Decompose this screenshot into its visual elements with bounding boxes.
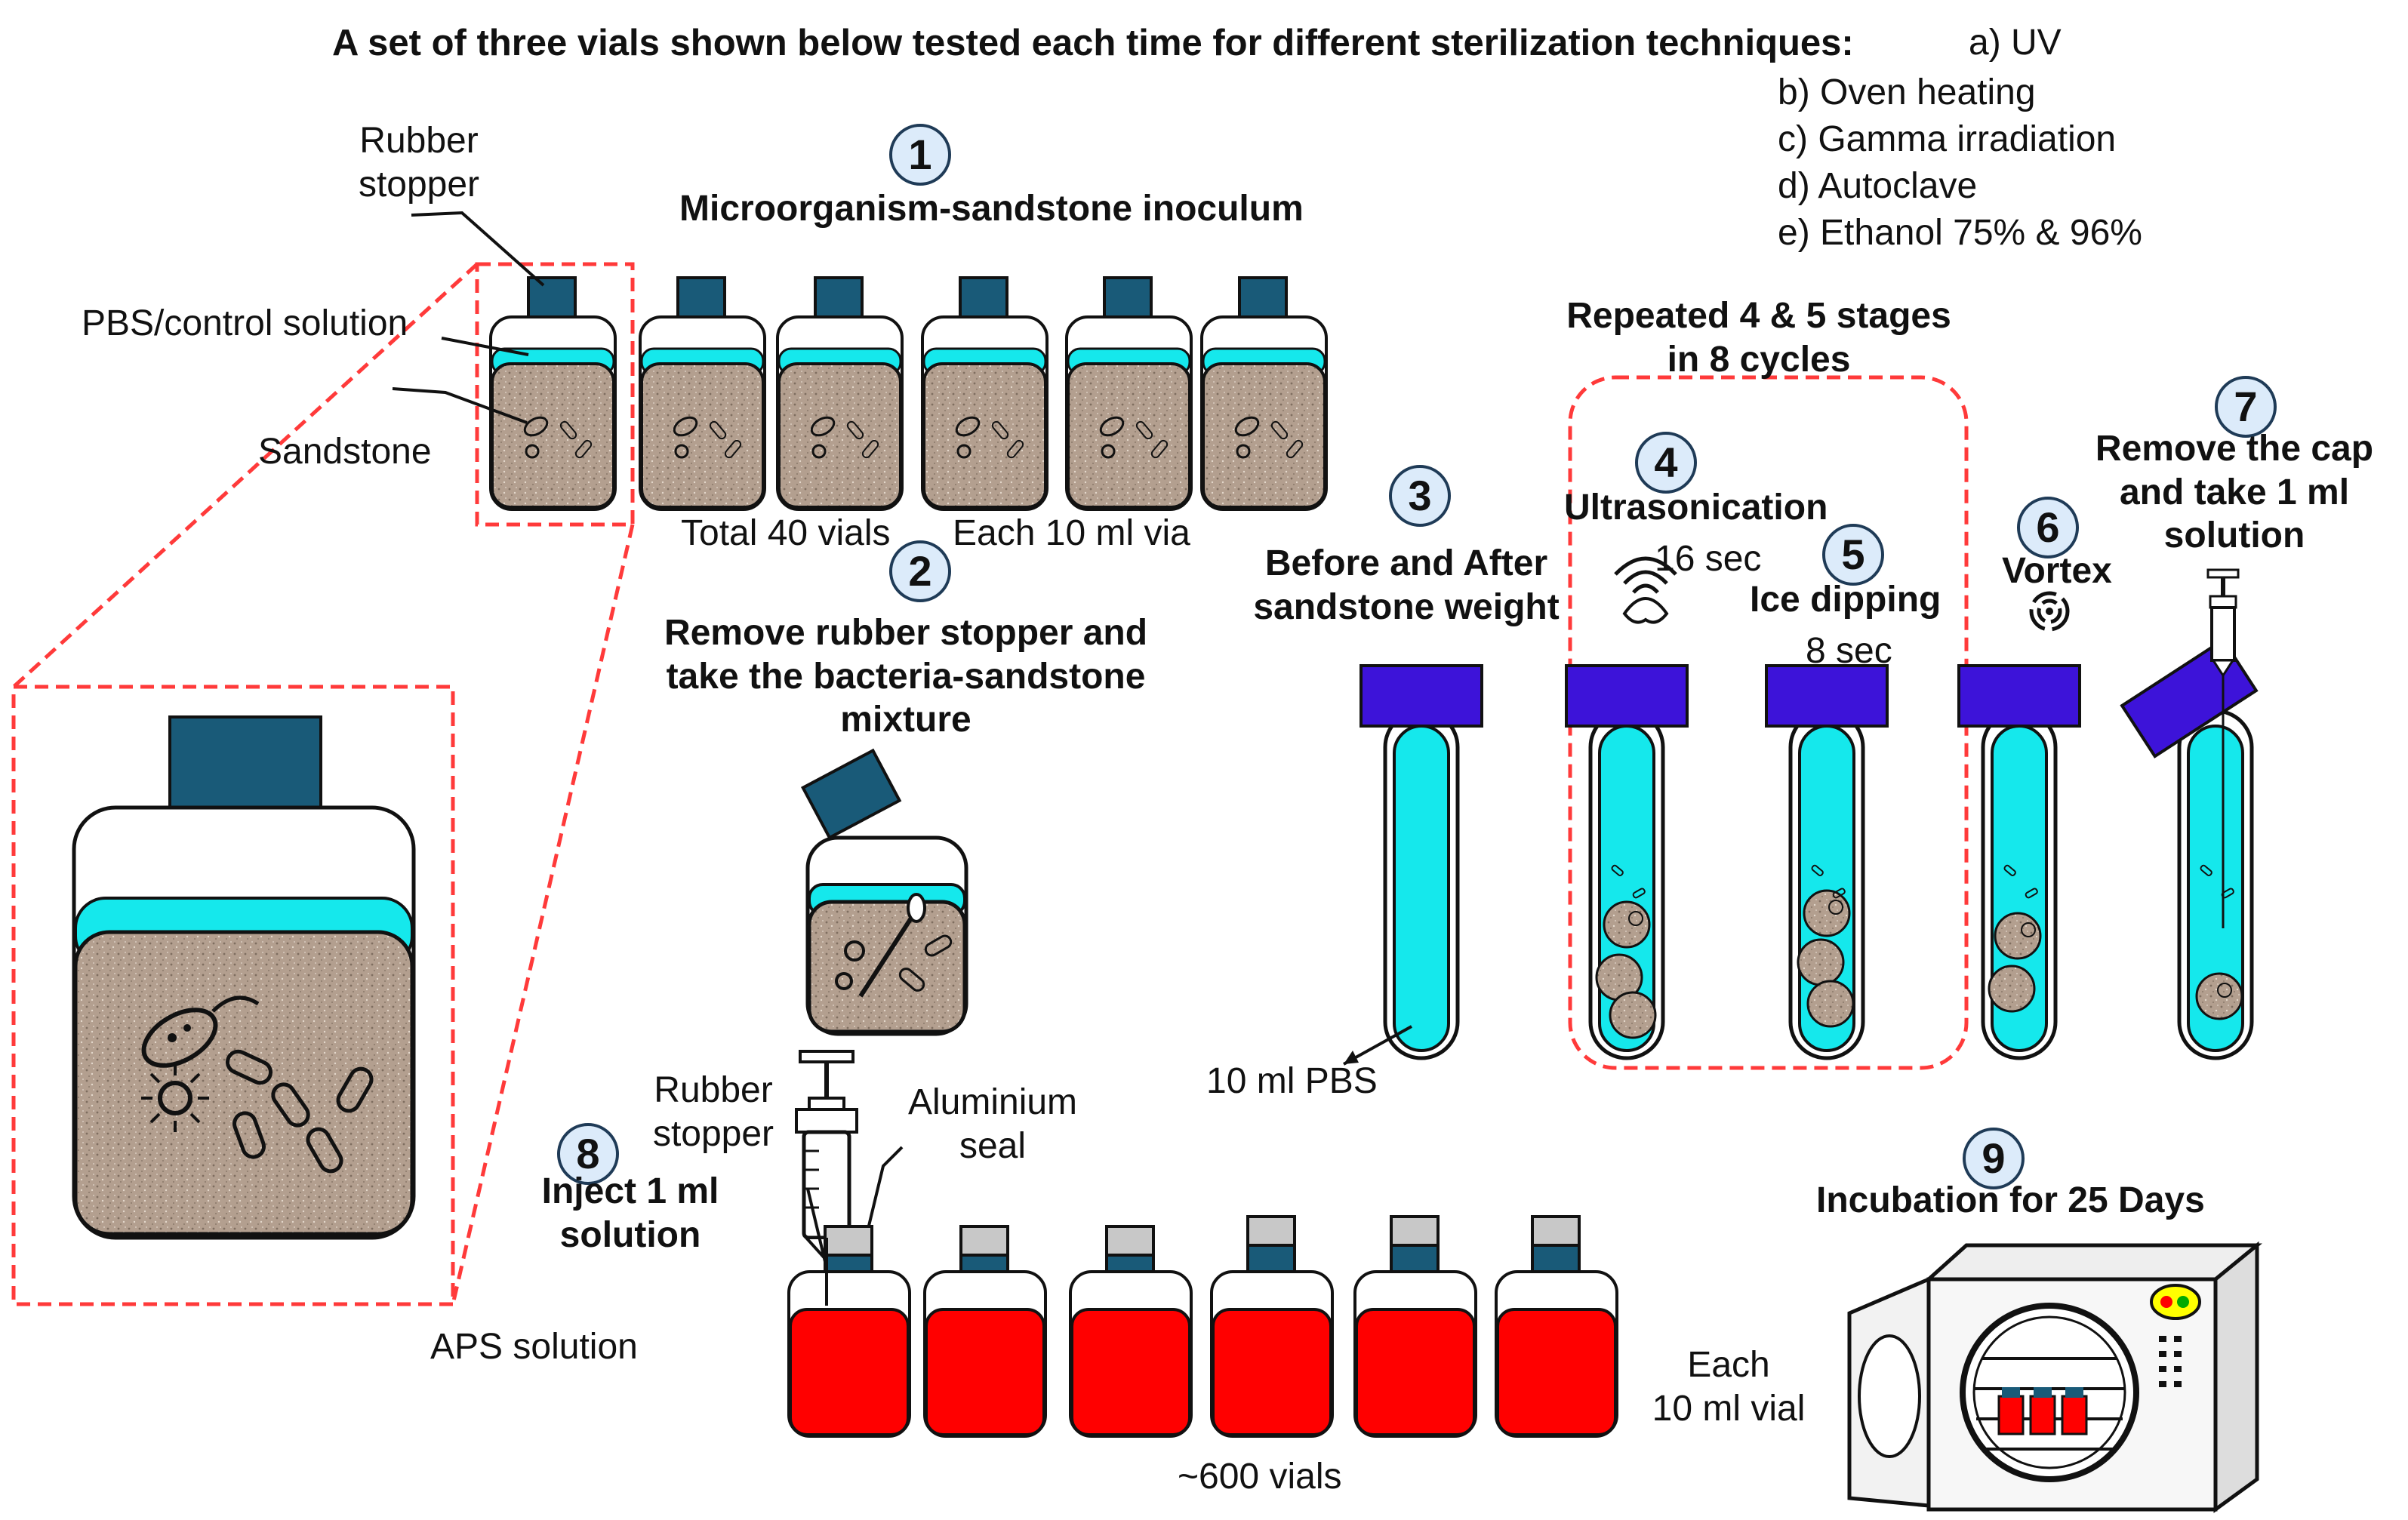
step-badge-1: 1 [889, 124, 951, 186]
sandstone-vial [921, 276, 1048, 511]
step1-label: Microorganism-sandstone inoculum [679, 189, 1304, 229]
step3-label: Before and After sandstone weight [1221, 542, 1591, 629]
step3-label-line1: Before and After [1264, 543, 1548, 583]
pointer-pbs [441, 337, 529, 356]
aps-vial [1495, 1215, 1618, 1438]
sandstone-vial [1200, 276, 1328, 511]
rubber-stopper-bottom-line2: stopper [652, 1113, 774, 1154]
step8-label-line2: solution [559, 1214, 701, 1255]
rubber-stopper-label-bottom: Rubber stopper [619, 1069, 808, 1155]
pointer-sandstone [392, 387, 528, 424]
step4-time: 16 sec [1655, 539, 1762, 579]
large-vial [72, 715, 416, 1240]
aluminium-seal-line1: Aluminium [907, 1082, 1078, 1122]
incubator [1847, 1241, 2263, 1513]
pointer-rubber-stopper [411, 211, 545, 287]
aps-vial [1353, 1215, 1477, 1438]
test-tube [1360, 664, 1483, 1060]
step5-label: Ice dipping [1750, 580, 1941, 620]
step7-label: Remove the cap and take 1 ml solution [2068, 427, 2400, 558]
step-badge-8: 8 [557, 1123, 619, 1185]
ultrasonic-icon [1614, 556, 1677, 624]
pbs-control-label: PBS/control solution [82, 303, 408, 343]
aps-vial [1210, 1215, 1334, 1438]
step9-label: Incubation for 25 Days [1816, 1180, 2205, 1220]
sandstone-vial [489, 276, 617, 511]
test-tube [1565, 664, 1689, 1060]
zoom-line-bottom [451, 524, 635, 1305]
aps-vial [787, 1225, 911, 1438]
each-vial-bottom-label: Each 10 ml vial [1615, 1343, 1842, 1430]
aps-vial [923, 1225, 1047, 1438]
aps-vial [1069, 1225, 1193, 1438]
technique-e: e) Ethanol 75% & 96% [1778, 213, 2142, 253]
step2-label-line3: mixture [840, 700, 972, 740]
bottom-vial-row [787, 1215, 1618, 1438]
step-badge-6: 6 [2017, 497, 2079, 558]
step7-label-line2: and take 1 ml [2119, 472, 2350, 512]
step6-label: Vortex [2002, 551, 2112, 591]
test-tube [2177, 709, 2254, 1060]
test-tube [1957, 664, 2081, 1060]
step2-label-line1: Remove rubber stopper and [664, 613, 1148, 653]
step-badge-2: 2 [889, 540, 951, 602]
aluminium-seal-line2: seal [959, 1125, 1027, 1166]
step8-label-line1: Inject 1 ml [541, 1171, 719, 1211]
repeat-label: Repeated 4 & 5 stages in 8 cycles [1532, 294, 1985, 381]
aps-solution-label: APS solution [430, 1327, 638, 1367]
each-vial-bottom-line2: 10 ml vial [1652, 1388, 1806, 1429]
each-vial-top-label: Each 10 ml via [953, 513, 1190, 553]
technique-b: b) Oven heating [1778, 72, 2036, 112]
technique-d: d) Autoclave [1778, 166, 1978, 206]
step-badge-4: 4 [1635, 432, 1697, 494]
technique-a: a) UV [1969, 23, 2062, 63]
rubber-stopper-top-line1: Rubber [359, 121, 479, 161]
step8-syringe [795, 1050, 858, 1298]
step-badge-3: 3 [1389, 465, 1451, 527]
pointer-rubber-stopper-bottom [806, 1188, 828, 1269]
pbs-10ml-label: 10 ml PBS [1206, 1061, 1378, 1101]
highlight-box-large [11, 685, 455, 1306]
step4-label: Ultrasonication [1564, 488, 1828, 528]
header-title: A set of three vials shown below tested … [332, 23, 1854, 63]
rubber-stopper-label-top: Rubber stopper [325, 119, 513, 206]
total-vials-label: Total 40 vials [681, 513, 891, 553]
top-vial-row [489, 276, 1328, 511]
step2-open-vial [801, 748, 968, 1036]
highlight-box-small [475, 262, 635, 527]
test-tube-row [1360, 664, 2254, 1060]
step7-label-line3: solution [2163, 515, 2305, 556]
step3-label-line2: sandstone weight [1253, 586, 1560, 627]
step5-time: 8 sec [1806, 631, 1892, 671]
repeat-label-line1: Repeated 4 & 5 stages [1566, 296, 1951, 336]
rubber-stopper-top-line2: stopper [358, 164, 480, 205]
step-badge-5: 5 [1822, 524, 1884, 586]
step-badge-7: 7 [2215, 376, 2277, 438]
rubber-stopper-bottom-line1: Rubber [654, 1070, 773, 1110]
sandstone-vial [1065, 276, 1193, 511]
aluminium-seal-label: Aluminium seal [891, 1081, 1095, 1168]
step2-label: Remove rubber stopper and take the bacte… [634, 611, 1178, 742]
sandstone-label: Sandstone [258, 432, 432, 472]
approx-vials-label: ~600 vials [1178, 1457, 1342, 1497]
step7-label-line1: Remove the cap [2095, 429, 2374, 469]
repeat-label-line2: in 8 cycles [1667, 339, 1851, 380]
test-tube [1765, 664, 1889, 1060]
step-badge-9: 9 [1963, 1128, 2025, 1189]
sandstone-vial [639, 276, 766, 511]
sandstone-vial [776, 276, 904, 511]
each-vial-bottom-line1: Each [1687, 1345, 1770, 1385]
step8-label: Inject 1 ml solution [513, 1170, 747, 1257]
step7-syringe [2206, 568, 2240, 928]
vortex-icon [2029, 591, 2070, 632]
technique-c: c) Gamma irradiation [1778, 119, 2117, 159]
step2-label-line2: take the bacteria-sandstone [666, 656, 1146, 697]
